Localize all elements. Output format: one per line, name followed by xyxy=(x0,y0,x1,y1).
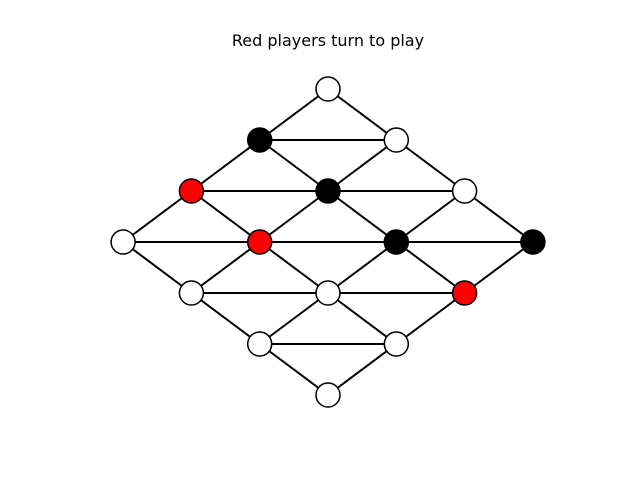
board-edge xyxy=(190,241,261,294)
board-edge xyxy=(395,292,466,345)
black-piece[interactable] xyxy=(520,229,546,255)
empty-spot[interactable] xyxy=(383,331,410,357)
red-piece[interactable] xyxy=(246,229,273,255)
board-edge xyxy=(259,343,329,396)
board-edge xyxy=(395,241,466,294)
empty-spot[interactable] xyxy=(383,127,410,153)
board-edge xyxy=(190,292,261,345)
empty-spot[interactable] xyxy=(315,76,341,102)
board-edge xyxy=(259,190,329,243)
board-edge xyxy=(122,190,192,243)
board-edge xyxy=(259,292,329,345)
board-nodes xyxy=(110,76,546,408)
board-edge xyxy=(464,241,534,294)
empty-spot[interactable] xyxy=(110,229,136,255)
board-edge xyxy=(259,139,329,192)
board-edge xyxy=(395,139,466,192)
empty-spot[interactable] xyxy=(315,280,341,306)
board-edge xyxy=(259,88,329,141)
board-edge xyxy=(395,190,466,243)
black-piece[interactable] xyxy=(246,127,273,153)
red-piece[interactable] xyxy=(178,178,205,204)
empty-spot[interactable] xyxy=(315,382,341,408)
board-edge xyxy=(464,190,534,243)
turn-status: Red players turn to play xyxy=(231,31,425,50)
board-edge xyxy=(190,190,261,243)
empty-spot[interactable] xyxy=(451,178,478,204)
board-edge xyxy=(327,343,397,396)
empty-spot[interactable] xyxy=(246,331,273,357)
black-piece[interactable] xyxy=(315,178,341,204)
board-edge xyxy=(327,292,397,345)
board-edge xyxy=(327,139,397,192)
board-edge xyxy=(122,241,192,294)
board-edge xyxy=(327,190,397,243)
red-piece[interactable] xyxy=(451,280,478,306)
board-edge xyxy=(190,139,261,192)
board-edge xyxy=(327,88,397,141)
empty-spot[interactable] xyxy=(178,280,205,306)
black-piece[interactable] xyxy=(383,229,410,255)
board-edges xyxy=(122,88,534,396)
board-edge xyxy=(259,241,329,294)
board-edge xyxy=(327,241,397,294)
